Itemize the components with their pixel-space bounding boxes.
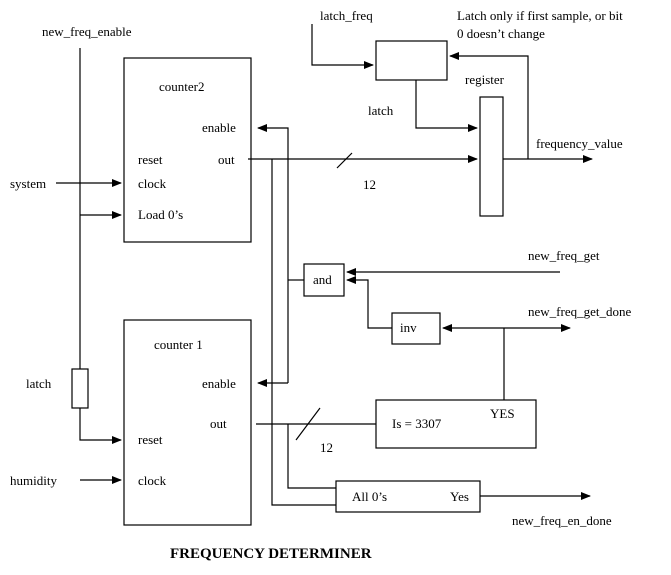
latch-freq-label: latch_freq xyxy=(320,8,373,23)
and-gate: and xyxy=(303,263,345,297)
counter2-out-port: out xyxy=(218,152,235,167)
bus-slash-upper xyxy=(336,152,353,169)
all-zeros-yes: Yes xyxy=(450,489,469,504)
diagram-title: FREQUENCY DETERMINER xyxy=(170,546,372,562)
counter2-clock-port: clock xyxy=(138,176,167,191)
inverter: inv xyxy=(391,312,441,345)
counter1-enable-port: enable xyxy=(202,376,236,391)
note-line2: 0 doesn’t change xyxy=(457,26,545,41)
frequency-value-label: frequency_value xyxy=(536,136,623,151)
wire-counter1-out-to-zeros xyxy=(287,424,336,489)
latch-small-box xyxy=(71,368,89,409)
wires xyxy=(56,24,593,506)
all-zeros-label: All 0’s xyxy=(352,489,387,504)
system-label: system xyxy=(10,176,46,191)
inverter-label: inv xyxy=(400,320,417,335)
new-freq-get-label: new_freq_get xyxy=(528,248,600,263)
wire-latch-to-register xyxy=(415,80,478,132)
new-freq-enable-label: new_freq_enable xyxy=(42,24,132,39)
bus-width-lower: 12 xyxy=(320,440,333,455)
all-zeros-block: All 0’s Yes xyxy=(335,480,481,513)
compare-yes: YES xyxy=(490,406,515,421)
wire-feedback-to-latch xyxy=(449,52,529,159)
register-label: register xyxy=(465,72,505,87)
counter2-reset-port: reset xyxy=(138,152,163,167)
note-line1: Latch only if first sample, or bit xyxy=(457,8,623,23)
wire-enable-counter2 xyxy=(257,124,289,383)
counter1-clock-port: clock xyxy=(138,473,167,488)
bus-slash-lower xyxy=(295,407,321,441)
counter1-out-port: out xyxy=(210,416,227,431)
humidity-label: humidity xyxy=(10,473,57,488)
compare-label: Is = 3307 xyxy=(392,416,442,431)
latch-inner-label: latch xyxy=(368,103,394,118)
counter2-name: counter2 xyxy=(159,79,204,94)
and-gate-label: and xyxy=(313,272,332,287)
counter2-block: counter2 enable reset out clock Load 0’s xyxy=(123,57,252,243)
compare-3307-block: Is = 3307 YES xyxy=(375,399,537,449)
wire-to-counter1-reset xyxy=(79,408,122,444)
counter1-reset-port: reset xyxy=(138,432,163,447)
latch-left-label: latch xyxy=(26,376,52,391)
counter1-block: counter 1 enable out reset clock xyxy=(123,319,252,526)
counter1-name: counter 1 xyxy=(154,337,203,352)
wire-latch-freq xyxy=(311,24,374,69)
counter2-load-port: Load 0’s xyxy=(138,207,183,222)
wire-counter2-out-to-zeros xyxy=(271,159,336,506)
new-freq-en-done-label: new_freq_en_done xyxy=(512,513,612,528)
bus-width-upper: 12 xyxy=(363,177,376,192)
counter2-enable-port: enable xyxy=(202,120,236,135)
latch-box xyxy=(375,40,448,81)
wire-inv-to-and xyxy=(346,276,392,329)
register-block xyxy=(479,96,504,217)
new-freq-get-done-label: new_freq_get_done xyxy=(528,304,631,319)
